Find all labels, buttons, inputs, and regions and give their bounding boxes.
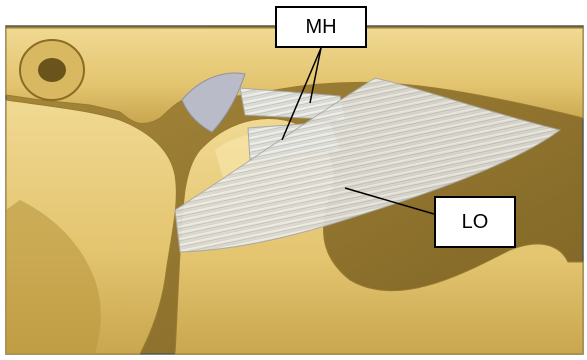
label-mh: MH (275, 6, 367, 48)
bone-ring-hole (38, 58, 66, 82)
label-lo: LO (434, 196, 516, 248)
